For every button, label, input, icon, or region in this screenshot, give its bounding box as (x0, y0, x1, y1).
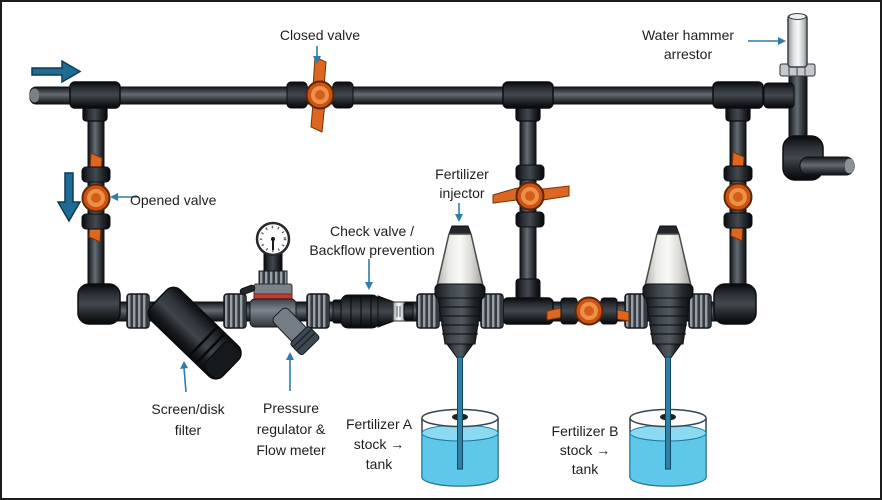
arrow-to-filter-icon (180, 361, 188, 369)
closed-valve (286, 56, 354, 133)
arrow-to-regulator-icon (286, 352, 294, 360)
outlet-pipe-cap (845, 158, 854, 174)
arrestor-cylinder (787, 14, 808, 68)
label-line: arrestor (663, 46, 713, 62)
arrow-to-water-hammer-icon (778, 37, 786, 45)
flow-arrow-right-icon (31, 59, 82, 84)
label-line: filter (174, 422, 202, 438)
closed-valve-label: Closed valve (255, 26, 385, 45)
flow-meter-branch (272, 307, 320, 356)
top-tee-left (69, 81, 121, 109)
bottom-right-elbow (713, 283, 757, 325)
fertilizer-injector-label: Fertilizer injector (402, 165, 522, 203)
label-line: Fertilizer B (551, 423, 619, 439)
screen-disk-filter-label: Screen/disk filter (118, 399, 258, 441)
label-line: Fertilizer A (345, 416, 413, 432)
label-line: Screen/disk (151, 401, 225, 417)
water-hammer-arrestor-label: Water hammer arrestor (613, 26, 763, 64)
label-line: regulator & (256, 421, 326, 437)
fertilizer-b-stock-label: Fertilizer B stock → tank (520, 422, 650, 479)
top-tee-middle (502, 81, 554, 109)
label-line: stock → (353, 436, 405, 452)
inlet-pipe-cap (30, 88, 39, 103)
inline-manifold-valve (546, 296, 630, 326)
label-line: Check valve / (329, 223, 415, 239)
arrow-to-injector-icon (455, 214, 463, 222)
label-line: Opened valve (130, 192, 217, 208)
injector-a-branch-valve (492, 164, 570, 228)
label-line: stock → (559, 442, 611, 458)
label-line: Fertilizer (435, 166, 489, 182)
arrow-to-opened-valve-icon (110, 193, 118, 201)
opened-valve-label: Opened valve (130, 191, 250, 210)
label-line: Backflow prevention (309, 242, 435, 258)
pressure-regulator-flow-meter (239, 221, 320, 356)
top-tee-right (712, 81, 764, 109)
pressure-gauge (255, 221, 291, 257)
label-line: injector (439, 185, 485, 201)
bottom-left-elbow (77, 283, 121, 325)
label-line: Pressure (262, 400, 320, 416)
label-line: Flow meter (256, 442, 326, 458)
label-line: Closed valve (279, 27, 361, 43)
regulator-lever (239, 284, 256, 295)
flow-arrow-down-icon (56, 172, 82, 223)
water-hammer-arrestor (779, 13, 816, 77)
right-end-coupler (763, 82, 795, 109)
fertilizer-a-stock-label: Fertilizer A stock → tank (314, 414, 444, 474)
injector-b-branch-valve (724, 152, 752, 241)
arrow-to-check-valve-icon (365, 282, 373, 290)
pressure-regulator-label: Pressure regulator & Flow meter (216, 398, 366, 461)
opened-valve (82, 153, 110, 242)
check-valve-label: Check valve / Backflow prevention (272, 222, 472, 260)
label-line: Water hammer (641, 27, 735, 43)
label-line: tank (571, 461, 599, 477)
arrow-to-closed-valve-icon (313, 56, 321, 64)
callout-arrows (110, 37, 786, 393)
lower-tee (502, 297, 554, 325)
check-valve-backflow-preventer (332, 294, 414, 329)
screen-disk-filter (147, 286, 242, 380)
label-line: tank (365, 456, 393, 472)
main-top-pipe (29, 86, 775, 105)
fittings (69, 81, 855, 325)
